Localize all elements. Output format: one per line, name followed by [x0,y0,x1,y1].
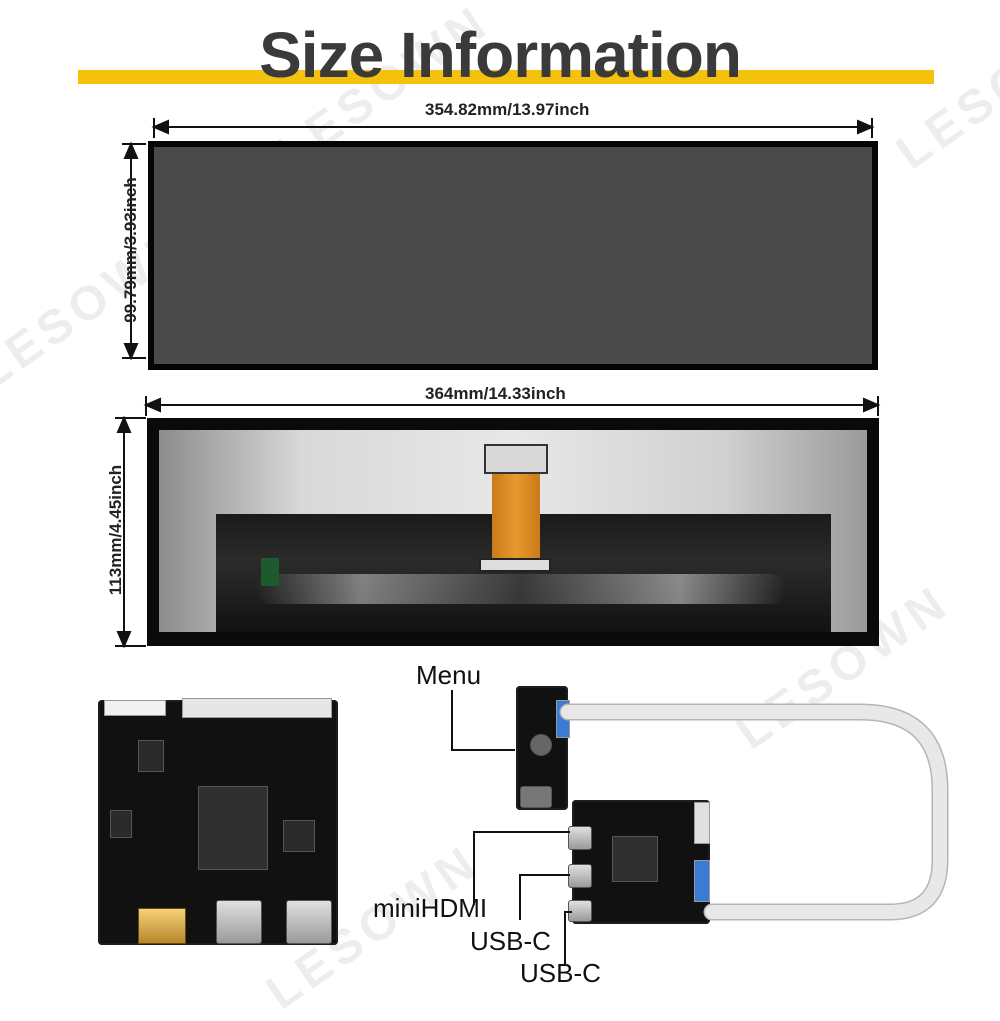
callout-lines [451,690,572,965]
menu-label: Menu [416,660,482,690]
dimension-arrow-icon [143,396,881,416]
display-glass [154,147,872,364]
page-title: Size Information [259,19,742,91]
pcb-board-icon [98,698,338,945]
dimension-arrow-icon [151,118,875,138]
dimension-arrow-icon [122,141,146,361]
minihdmi-label: miniHDMI [373,893,488,923]
usb-c-label-1: USB-C [470,926,551,956]
title-accent-bar [78,70,934,84]
display-panel-front [148,141,878,370]
back-width-label: 364mm/14.33inch [421,384,570,404]
front-width-label: 354.82mm/13.97inch [421,100,594,120]
fpc-connector-top [484,444,548,474]
controller-board-icon [568,800,710,924]
back-metal-plate [159,430,867,632]
mini-board-icon [261,558,279,586]
dimension-lines [115,118,881,649]
ribbon-cable-icon [451,690,949,965]
dimension-arrow-icon [115,415,146,649]
menu-board-icon [516,686,570,810]
display-panel-back [147,418,879,646]
usb-c-label-2: USB-C [520,958,601,988]
fpc-connector-bottom [479,558,551,572]
